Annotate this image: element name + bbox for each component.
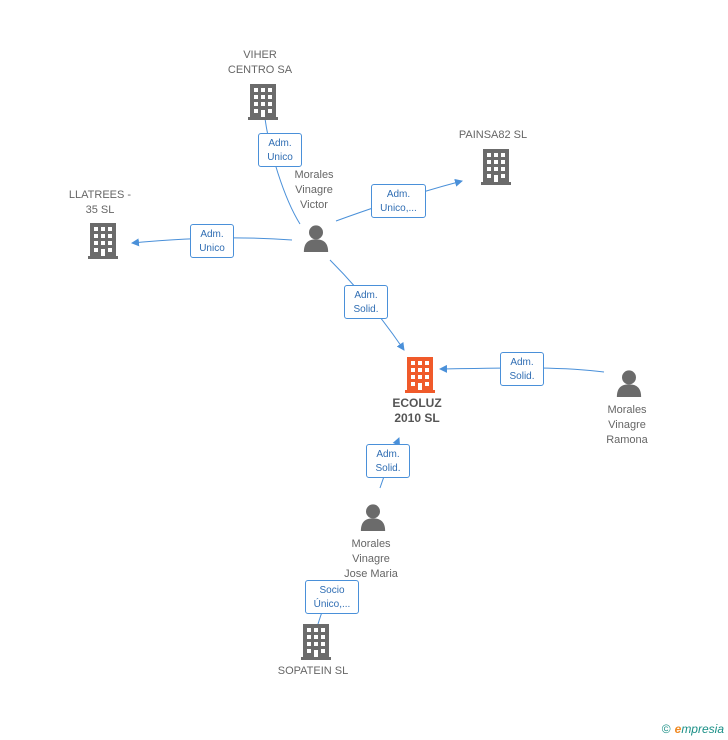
node-label-victor[interactable]: Morales Vinagre Victor — [294, 169, 334, 211]
building-icon — [88, 223, 118, 259]
edge-label-sopatein-josemaria[interactable]: Socio Único,... — [305, 580, 359, 614]
edge-label-josemaria-ecoluz[interactable]: Adm. Solid. — [366, 444, 410, 478]
building-icon — [248, 84, 278, 120]
edge-victor-viher — [260, 109, 301, 225]
node-label-llatrees[interactable]: LLATREES - 35 SL — [68, 189, 132, 216]
edge-label-victor-painsa[interactable]: Adm. Unico,... — [371, 184, 426, 218]
building-icon — [481, 149, 511, 185]
brand-logo-text: mpresia — [681, 722, 724, 736]
edge-label-victor-viher[interactable]: Adm. Unico — [258, 133, 302, 167]
brand-footer: ©empresia — [662, 722, 724, 736]
person-icon — [303, 225, 329, 252]
main-building-icon — [405, 357, 435, 393]
node-label-ramona[interactable]: Morales Vinagre Ramona — [606, 404, 648, 446]
building-icon — [301, 624, 331, 660]
node-label-viher[interactable]: VIHER CENTRO SA — [227, 49, 293, 76]
person-icon — [360, 504, 386, 531]
node-label-josemaria[interactable]: Morales Vinagre Jose Maria — [344, 538, 398, 580]
edge-label-victor-llatrees[interactable]: Adm. Unico — [190, 224, 234, 258]
node-label-sopatein[interactable]: SOPATEIN SL — [277, 665, 349, 677]
brand-logo-letter: e — [674, 722, 682, 736]
node-label-ecoluz[interactable]: ECOLUZ 2010 SL — [392, 396, 442, 425]
copyright-icon: © — [661, 722, 671, 736]
edge-label-victor-ecoluz[interactable]: Adm. Solid. — [344, 285, 388, 319]
edge-label-ramona-ecoluz[interactable]: Adm. Solid. — [500, 352, 544, 386]
node-label-painsa[interactable]: PAINSA82 SL — [458, 129, 528, 141]
person-icon — [616, 370, 642, 397]
